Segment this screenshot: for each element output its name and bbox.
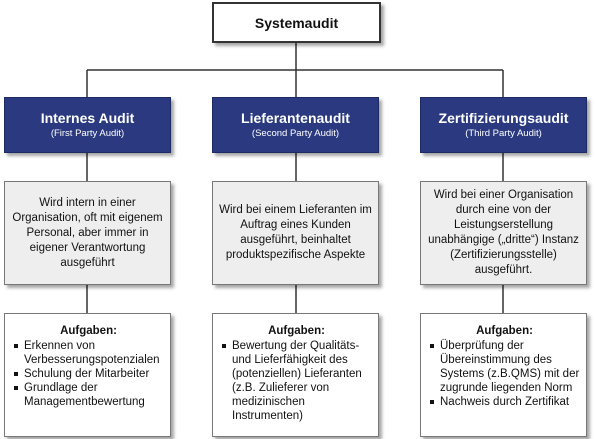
- tasks-lieferantenaudit: Aufgaben: Bewertung der Qualitäts- und L…: [212, 313, 379, 437]
- header-internes-audit: Internes Audit (First Party Audit): [4, 97, 171, 153]
- header-subtitle: (Second Party Audit): [251, 128, 340, 139]
- tasks-list: Erkennen von Verbesserungspotenzialen Sc…: [13, 339, 164, 409]
- description-zertifizierungsaudit: Wird bei einer Organisation durch eine v…: [420, 181, 587, 285]
- tasks-title: Aufgaben:: [476, 325, 533, 337]
- task-item: Überprüfung der Übereinstimmung des Syst…: [429, 339, 580, 395]
- tasks-title: Aufgaben:: [60, 325, 117, 337]
- tasks-list: Bewertung der Qualitäts- und Lieferfähig…: [221, 339, 372, 423]
- header-title: Zertifizierungsaudit: [438, 110, 569, 126]
- description-text: Wird bei einem Lieferanten im Auftrag ei…: [219, 204, 372, 261]
- header-zertifizierungsaudit: Zertifizierungsaudit (Third Party Audit): [420, 97, 587, 153]
- header-title: Internes Audit: [40, 110, 135, 126]
- header-title: Lieferantenaudit: [241, 110, 350, 126]
- tasks-list: Überprüfung der Übereinstimmung des Syst…: [429, 339, 580, 409]
- tasks-internes-audit: Aufgaben: Erkennen von Verbesserungspote…: [4, 313, 171, 437]
- tasks-title: Aufgaben:: [268, 325, 325, 337]
- task-item: Grundlage der Managementbewertung: [13, 381, 164, 409]
- root-title: Systemaudit: [254, 14, 339, 31]
- description-text: Wird bei einer Organisation durch eine v…: [428, 189, 579, 276]
- task-item: Nachweis durch Zertifikat: [429, 395, 580, 409]
- task-item: Bewertung der Qualitäts- und Lieferfähig…: [221, 339, 372, 423]
- description-lieferantenaudit: Wird bei einem Lieferanten im Auftrag ei…: [212, 181, 379, 285]
- header-subtitle: (First Party Audit): [50, 128, 125, 139]
- task-item: Schulung der Mitarbeiter: [13, 367, 164, 381]
- header-subtitle: (Third Party Audit): [465, 128, 542, 139]
- tasks-zertifizierungsaudit: Aufgaben: Überprüfung der Übereinstimmun…: [420, 313, 587, 437]
- header-lieferantenaudit: Lieferantenaudit (Second Party Audit): [212, 97, 379, 153]
- description-internes-audit: Wird intern in einer Organisation, oft m…: [4, 181, 171, 285]
- task-item: Erkennen von Verbesserungspotenzialen: [13, 339, 164, 367]
- description-text: Wird intern in einer Organisation, oft m…: [12, 196, 163, 269]
- root-node-systemaudit: Systemaudit: [212, 2, 381, 43]
